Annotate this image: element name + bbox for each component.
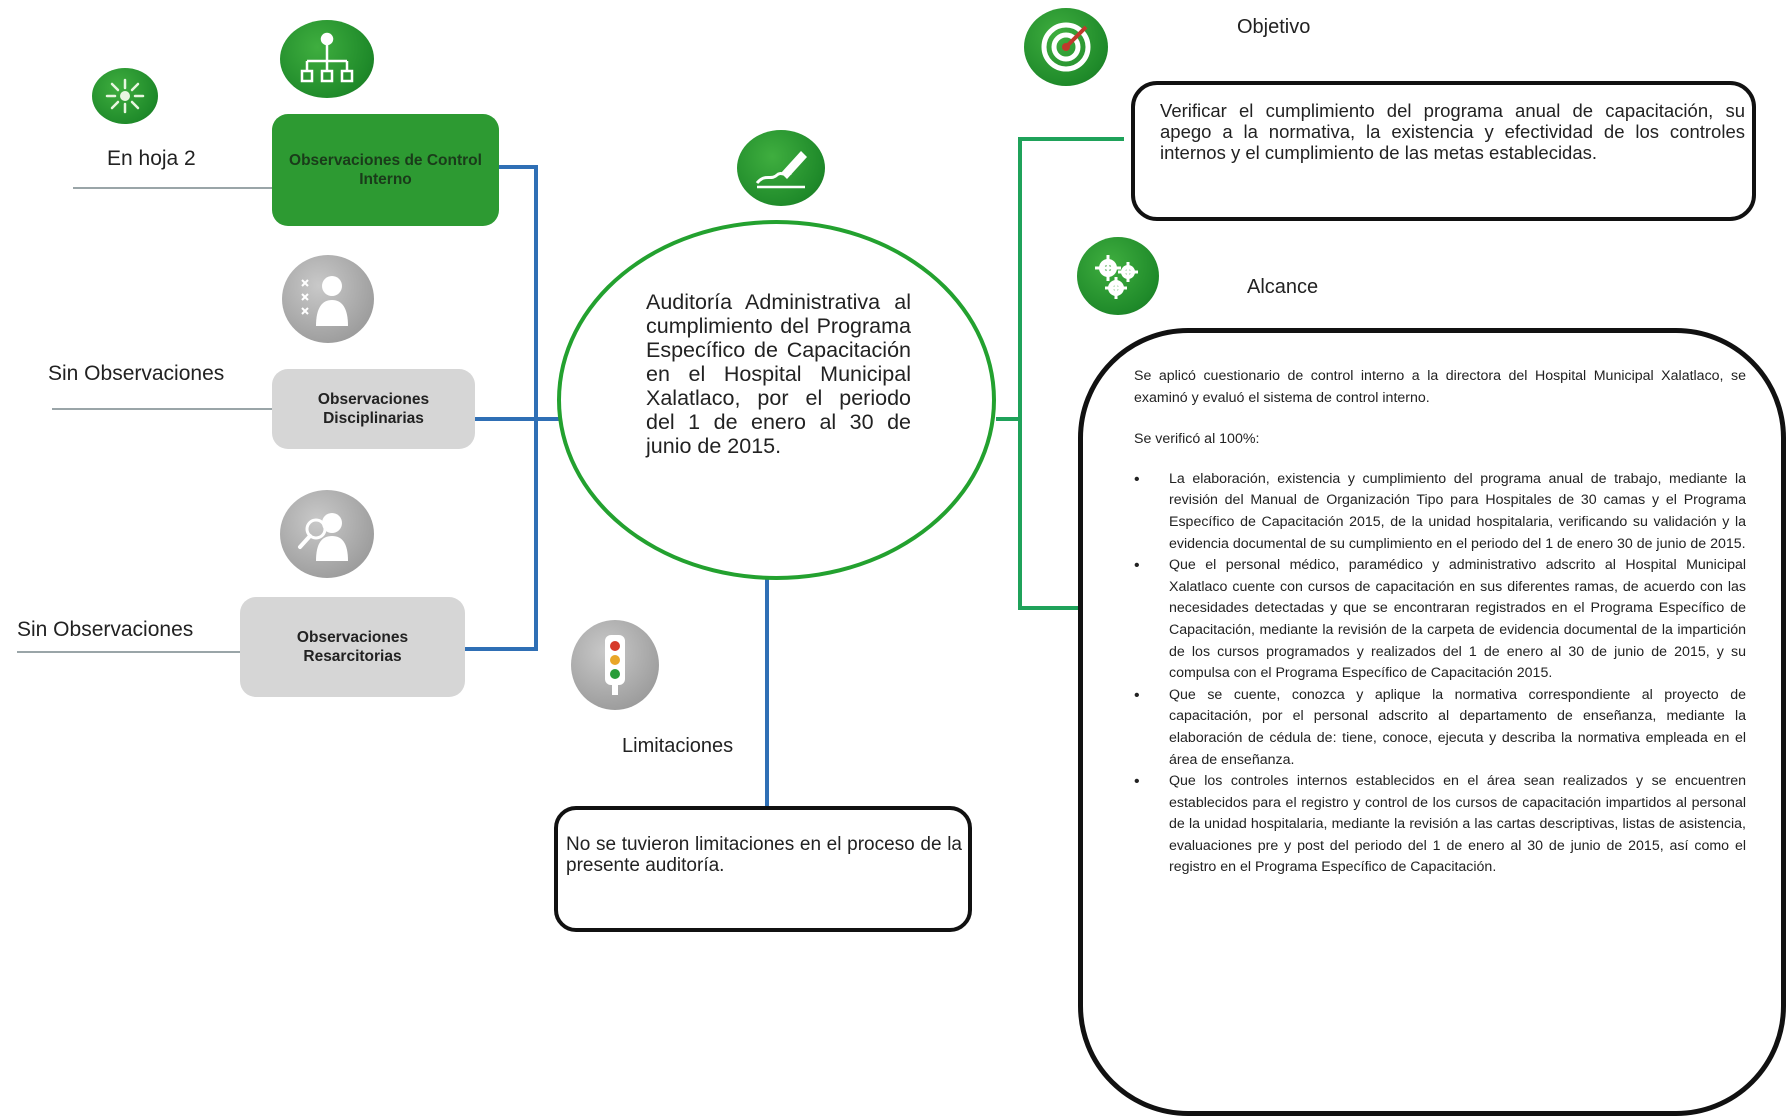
- alcance-list: La elaboración, existencia y cumplimient…: [1134, 469, 1746, 879]
- status-control-interno: En hoja 2: [107, 147, 196, 170]
- signature-pen-icon: [737, 130, 825, 206]
- burst-icon: [92, 68, 158, 124]
- magnifier-person-icon: [280, 490, 374, 578]
- underline-control-interno: [73, 187, 273, 189]
- status-resarcitorias: Sin Observaciones: [17, 618, 194, 641]
- objetivo-title: Objetivo: [1237, 16, 1311, 38]
- inspector-icon: [282, 255, 374, 343]
- box-observaciones-control-interno[interactable]: Observaciones de Control Interno: [272, 114, 499, 226]
- underline-disciplinarias: [52, 408, 277, 410]
- list-item: Que los controles internos establecidos …: [1134, 771, 1746, 879]
- limitaciones-title: Limitaciones: [622, 735, 734, 757]
- title-disciplinarias: Observaciones Disciplinarias: [317, 391, 430, 427]
- alcance-verified: Se verificó al 100%:: [1134, 431, 1260, 448]
- underline-resarcitorias: [17, 651, 242, 653]
- audit-title-text: Auditoría Administrativa al cumplimiento…: [646, 290, 911, 458]
- org-chart-icon: [280, 20, 374, 98]
- box-observaciones-resarcitorias[interactable]: Observaciones Resarcitorias: [240, 597, 465, 697]
- alcance-title: Alcance: [1247, 276, 1319, 298]
- limitaciones-box: [554, 806, 972, 932]
- alcance-content: Se aplicó cuestionario de control intern…: [1134, 366, 1746, 879]
- alcance-intro: Se aplicó cuestionario de control intern…: [1134, 368, 1746, 406]
- status-disciplinarias: Sin Observaciones: [48, 362, 225, 385]
- box-observaciones-disciplinarias[interactable]: Observaciones Disciplinarias: [272, 369, 475, 449]
- list-item: Que el personal médico, paramédico y adm…: [1134, 555, 1746, 685]
- objetivo-text: Verificar el cumplimiento del programa a…: [1160, 100, 1745, 163]
- list-item: La elaboración, existencia y cumplimient…: [1134, 469, 1746, 555]
- gears-icon: [1077, 237, 1159, 315]
- target-icon: [1024, 8, 1108, 86]
- objetivo-box: [1131, 81, 1756, 221]
- traffic-light-icon: [571, 620, 659, 710]
- title-control-interno: Observaciones de Control Interno: [289, 152, 482, 188]
- list-item: Que se cuente, conozca y aplique la norm…: [1134, 685, 1746, 771]
- limitaciones-text: No se tuvieron limitaciones en el proces…: [566, 834, 962, 876]
- title-resarcitorias: Observaciones Resarcitorias: [296, 629, 409, 665]
- center-audit-ellipse: [557, 220, 996, 580]
